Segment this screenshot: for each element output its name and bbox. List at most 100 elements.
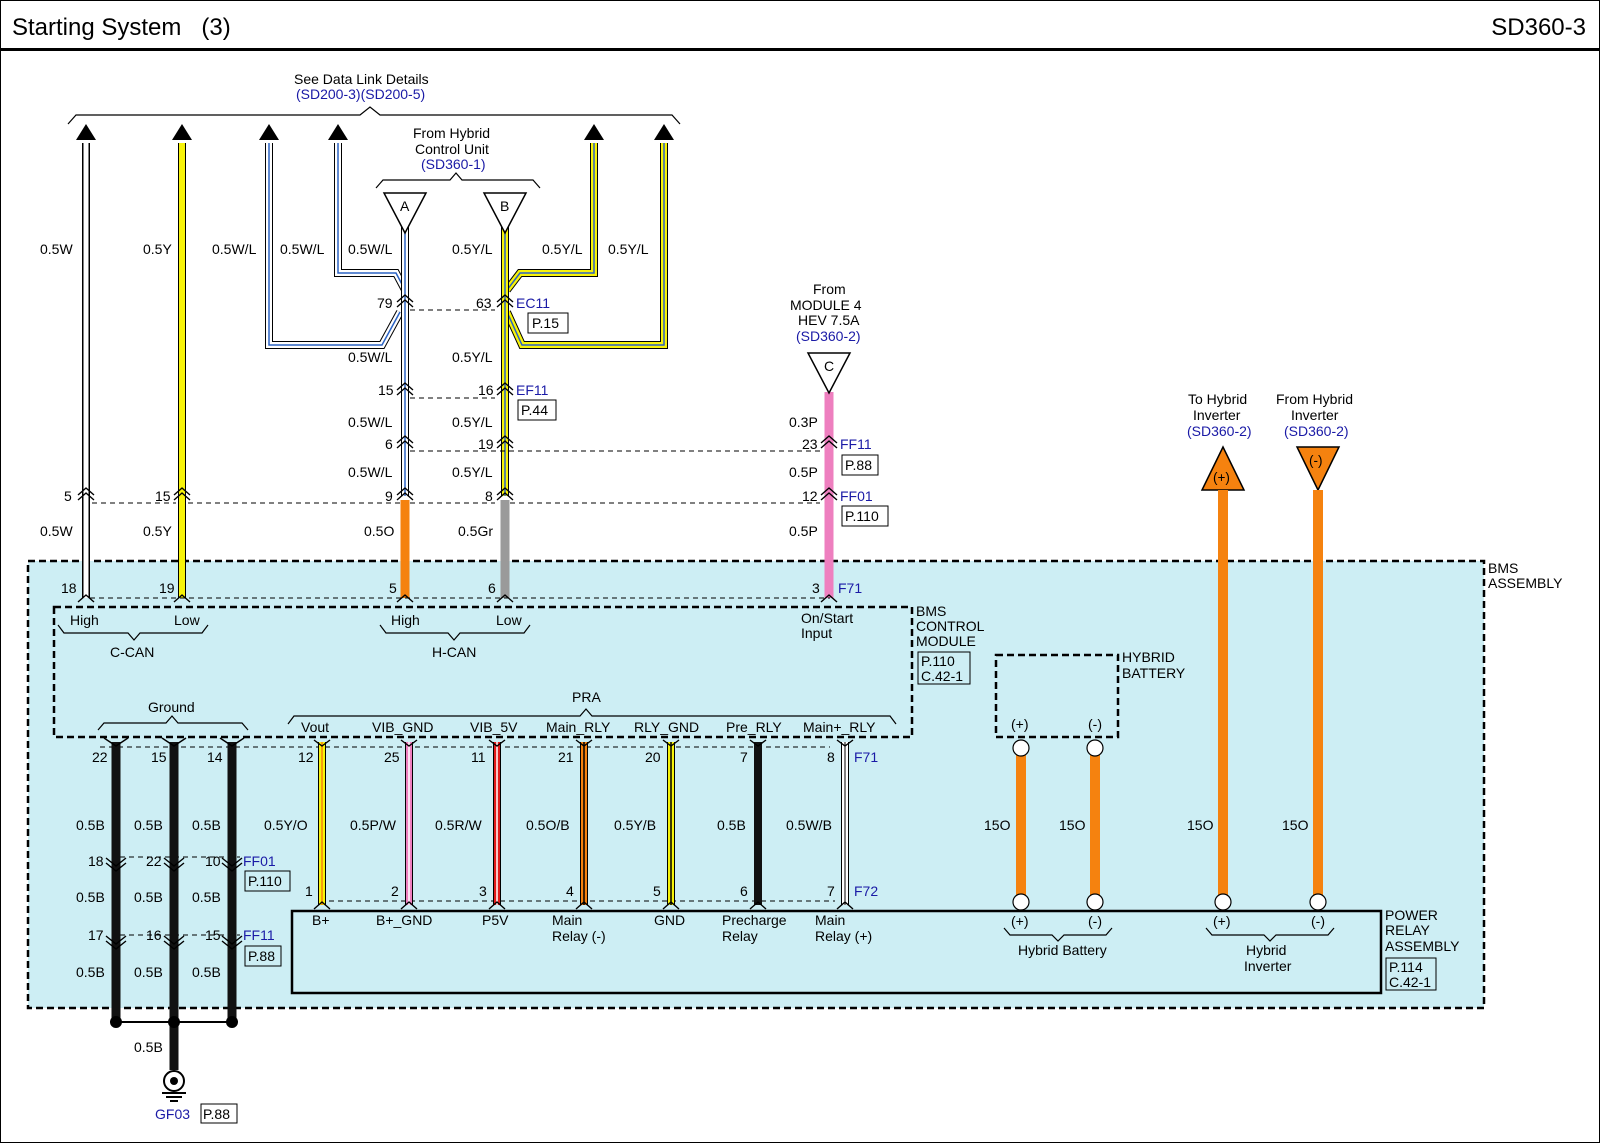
pin-number: 25 bbox=[384, 749, 400, 765]
pin-number: 5 bbox=[64, 488, 72, 504]
terminal-circle bbox=[1086, 739, 1104, 757]
wire-label: 0.5B bbox=[134, 964, 163, 980]
page-ref: P.110 bbox=[845, 508, 879, 524]
wire-label: 0.5B bbox=[134, 889, 163, 905]
hybrid-battery-box bbox=[994, 653, 1120, 739]
arrow-up-icon bbox=[172, 124, 192, 140]
connector-b-letter: B bbox=[500, 198, 509, 214]
pra-asm-label-2: RELAY bbox=[1385, 922, 1431, 938]
page-ref: P.88 bbox=[845, 457, 872, 473]
wire-label: 0.5B bbox=[76, 889, 105, 905]
terminal-circle bbox=[1012, 893, 1030, 911]
ground-symbol bbox=[162, 1070, 186, 1102]
pra-asm-pre-1: Precharge bbox=[722, 912, 787, 928]
pin-number: 6 bbox=[488, 580, 496, 596]
title-rule bbox=[0, 48, 1600, 51]
wire-label: 0.5Y/L bbox=[452, 349, 493, 365]
ccan-label: C-CAN bbox=[110, 644, 154, 660]
pin-number: 12 bbox=[298, 749, 314, 765]
wire-label: 0.5W/L bbox=[280, 241, 325, 257]
bms-control-module-box bbox=[52, 605, 914, 739]
wire-label: 0.5P/W bbox=[350, 817, 397, 833]
hybrid-battery-plus: (+) bbox=[1011, 716, 1029, 732]
arrow-up-icon bbox=[76, 124, 96, 140]
wire-label: 0.5R/W bbox=[435, 817, 482, 833]
pin-number: 15 bbox=[155, 488, 171, 504]
wire-label: 0.5Gr bbox=[458, 523, 493, 539]
wire-label: 15O bbox=[1282, 817, 1309, 833]
pra-asm-page: P.114 bbox=[1389, 959, 1423, 975]
pin-number: 8 bbox=[827, 749, 835, 765]
pra-asm-bplus: B+ bbox=[312, 912, 330, 928]
pin-number: 22 bbox=[146, 853, 162, 869]
pin-number: 7 bbox=[740, 749, 748, 765]
wire-label: 15O bbox=[1187, 817, 1214, 833]
pra-vib-5v: VIB_5V bbox=[470, 719, 518, 735]
pin-number: 12 bbox=[802, 488, 818, 504]
pra-rly-gnd: RLY_GND bbox=[634, 719, 699, 735]
connector-c-triangle bbox=[806, 352, 852, 395]
gf03-ref: GF03 bbox=[155, 1106, 190, 1122]
pin-number: 19 bbox=[159, 580, 175, 596]
pin-number: 6 bbox=[740, 883, 748, 899]
wire-label: 15O bbox=[984, 817, 1011, 833]
wire-label: 0.5W/L bbox=[348, 414, 393, 430]
wire-label: 0.5W/L bbox=[348, 464, 393, 480]
connector-b-triangle bbox=[482, 192, 528, 235]
wire-label: 0.5P bbox=[789, 523, 818, 539]
pin-number: 20 bbox=[645, 749, 661, 765]
pin-number: 63 bbox=[476, 295, 492, 311]
arrow-up-icon bbox=[259, 124, 279, 140]
wire-label: 0.5B bbox=[192, 964, 221, 980]
page-ref-box bbox=[244, 945, 282, 967]
wire-label: 0.5W/L bbox=[348, 241, 393, 257]
pra-asm-hi-2: Inverter bbox=[1244, 958, 1292, 974]
ccan-bracket bbox=[57, 624, 209, 641]
page-ref-box bbox=[841, 454, 879, 476]
pin-number: 3 bbox=[812, 580, 820, 596]
pra-asm-pre-2: Relay bbox=[722, 928, 758, 944]
pin-number: 5 bbox=[389, 580, 397, 596]
bms-control-conn: C.42-1 bbox=[921, 668, 963, 684]
hcan-label: H-CAN bbox=[432, 644, 476, 660]
pra-hb-bracket bbox=[1003, 927, 1113, 942]
pin-number: 11 bbox=[471, 749, 486, 765]
page-ref: P.44 bbox=[521, 402, 548, 418]
hcu-bracket bbox=[375, 172, 541, 189]
pra-chevrons bbox=[313, 739, 854, 910]
pra-wires bbox=[318, 742, 849, 905]
pin-number: 21 bbox=[558, 749, 574, 765]
ground-label: Ground bbox=[148, 699, 195, 715]
pin-number: 23 bbox=[802, 436, 818, 452]
pin-number: 2 bbox=[391, 883, 399, 899]
inverter-minus-symbol: (-) bbox=[1309, 453, 1323, 468]
connector-ref: FF11 bbox=[840, 436, 872, 452]
wire-label: 15O bbox=[1059, 817, 1086, 833]
hcu-ref: (SD360-1) bbox=[421, 156, 486, 172]
ground-wires bbox=[110, 742, 238, 1070]
connector-ref: F72 bbox=[854, 883, 878, 899]
terminal-circle bbox=[1309, 893, 1327, 911]
page-ref-box bbox=[841, 505, 889, 527]
page-title: Starting System (3) bbox=[12, 14, 231, 41]
pra-main-rly: Main_RLY bbox=[546, 719, 611, 735]
gf03-page-box bbox=[200, 1103, 238, 1124]
power-relay-assembly-box bbox=[290, 909, 1383, 995]
pra-hi-bracket bbox=[1205, 927, 1335, 942]
page-ref: P.15 bbox=[532, 315, 559, 331]
pra-asm-bplus-gnd: B+_GND bbox=[376, 912, 432, 928]
data-link-label: See Data Link Details bbox=[294, 71, 429, 87]
page-ref-box bbox=[527, 312, 569, 334]
connector-ref: EF11 bbox=[516, 382, 549, 398]
pin-number: 8 bbox=[485, 488, 493, 504]
pra-vout: Vout bbox=[301, 719, 329, 735]
connector-a-letter: A bbox=[400, 198, 410, 214]
pin-number: 19 bbox=[478, 436, 494, 452]
bms-assembly-label-2: ASSEMBLY bbox=[1488, 575, 1563, 591]
connector-ref: FF11 bbox=[243, 927, 275, 943]
terminal-circle bbox=[1012, 739, 1030, 757]
connector-c-letter: C bbox=[824, 358, 834, 374]
pra-bracket bbox=[287, 708, 897, 725]
pra-asm-label-1: POWER bbox=[1385, 907, 1438, 923]
bms-control-label-3: MODULE bbox=[916, 633, 976, 649]
